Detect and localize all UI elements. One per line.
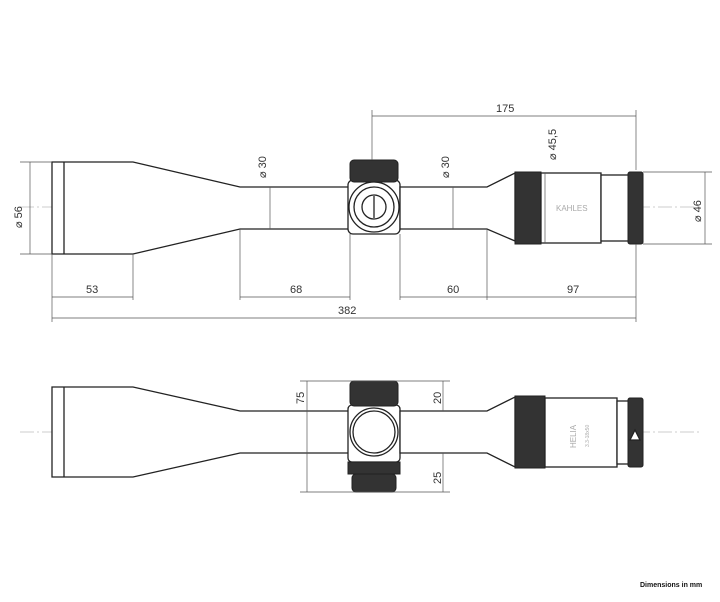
windage-knob-bottom	[347, 461, 401, 475]
elevation-knob-top	[349, 380, 399, 407]
dimension-lines-bottom: 75 20 25	[295, 380, 450, 493]
dim-tube-front: ⌀ 30	[257, 156, 269, 178]
dim-objective: ⌀ 56	[13, 206, 25, 228]
brand-label: KAHLES	[556, 204, 588, 213]
dimension-lines-top: 175 ⌀ 30 ⌀ 30 ⌀ 45,5 ⌀ 56 ⌀ 46 53 68 60 …	[13, 103, 712, 322]
top-view: HELIA 3.3-18x50	[20, 380, 700, 493]
dim-97: 97	[567, 284, 579, 296]
objective-bell	[51, 161, 351, 255]
dim-60: 60	[447, 284, 459, 296]
side-view: KAHLES	[20, 159, 700, 255]
dim-68: 68	[290, 284, 302, 296]
units-note: Dimensions in mm	[640, 582, 703, 589]
dim-175: 175	[496, 103, 514, 115]
dim-ocular: ⌀ 46	[692, 200, 704, 222]
dim-eyepiece: ⌀ 45,5	[547, 129, 559, 160]
model-label: HELIA	[569, 424, 578, 448]
magnification-label: 3.3-18x50	[585, 425, 591, 447]
dim-382: 382	[338, 305, 356, 317]
dim-25: 25	[432, 472, 444, 484]
dim-53: 53	[86, 284, 98, 296]
dim-20: 20	[432, 392, 444, 404]
elevation-knob	[349, 159, 399, 183]
diopter-ring	[627, 171, 644, 245]
dim-75: 75	[295, 392, 307, 404]
magnification-ring	[514, 171, 542, 245]
dim-tube-rear: ⌀ 30	[440, 156, 452, 178]
